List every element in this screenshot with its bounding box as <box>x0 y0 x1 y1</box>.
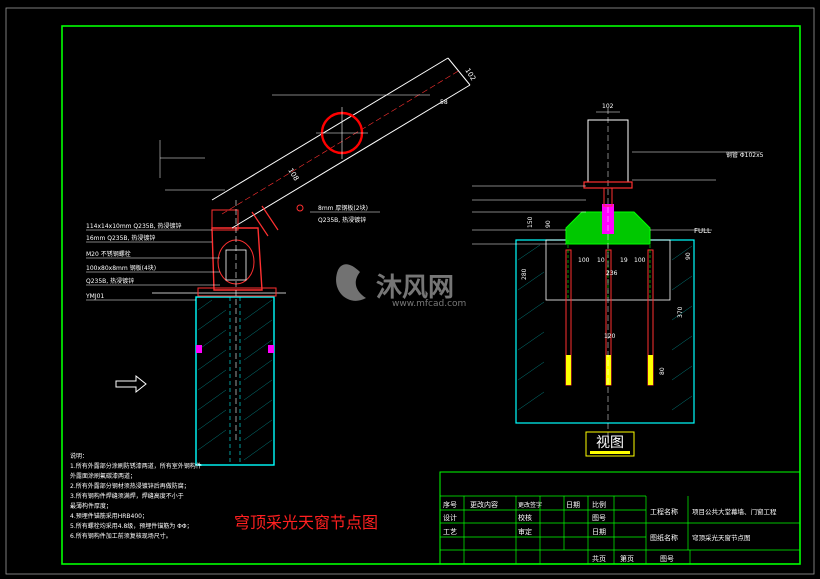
left-callouts: 114x14x10mm Q235B, 热浸镀锌 16mm Q235B, 热浸镀锌… <box>85 204 368 300</box>
tb-role-design: 设计 <box>443 513 457 522</box>
tb-header-no: 序号 <box>443 500 457 509</box>
tb-project-name: 项目公共大堂幕墙、门窗工程 <box>692 507 777 516</box>
right-node-detail: 102 150 100 10 19 100 236 280 120 370 90… <box>472 103 764 457</box>
dim-90-a: 90 <box>685 252 692 260</box>
callout-2: 16mm Q235B, 热浸镀锌 <box>86 234 155 242</box>
tb-role-process: 工艺 <box>443 528 457 536</box>
dim-370: 370 <box>677 306 684 318</box>
dim-280: 280 <box>521 268 528 280</box>
tb-drawing-name: 穹顶采光天窗节点图 <box>692 533 751 542</box>
note-line-6: 4.预埋件锚筋采用HRB400； <box>70 512 148 520</box>
right-dims: 102 150 100 10 19 100 236 280 120 370 90… <box>521 103 692 375</box>
notes-block: 说明： 1.所有外露部分涂刷防锈漆两道，所有室外钢构件 外露面涂刷氟碳漆两道； … <box>70 452 202 540</box>
title-block: 序号 更改内容 更改签字 日期 设计 校核 工艺 审定 比例 图号 日期 共页 … <box>439 471 801 565</box>
dim-150: 150 <box>527 216 534 228</box>
dim-100-b: 100 <box>634 257 646 264</box>
tb-role-check: 校核 <box>518 513 532 522</box>
right-leader-lines <box>472 151 760 245</box>
dim-top: 102 <box>602 103 614 110</box>
note-line-8: 6.所有钢构件加工前须复核现场尺寸。 <box>70 532 172 540</box>
note-line-3: 2.所有外露部分钢材须热浸镀锌后再做防腐； <box>70 482 190 490</box>
watermark-url: www.mfcad.com <box>392 299 466 309</box>
steel-bracket <box>197 200 277 440</box>
callout-3: M20 不锈钢螺栓 <box>86 250 131 258</box>
callout-5: Q235B, 热浸镀锌 <box>86 277 134 285</box>
dim-100-a: 100 <box>578 257 590 264</box>
note-line-4: 3.所有钢构件焊缝须满焊，焊缝高度不小于 <box>70 492 184 500</box>
anchor-bolts <box>565 240 654 386</box>
tb-sheet-number: 图号 <box>660 555 674 563</box>
dim-10: 10 <box>597 257 605 264</box>
dim-tube-offset: 108 <box>286 167 300 183</box>
tb-side-total: 共页 <box>592 554 606 563</box>
watermark-brand: 沐风网 <box>376 273 454 303</box>
callout-4: 100x80x8mm 钢板(4块) <box>86 264 156 272</box>
dim-tube-length: 58 <box>440 99 448 106</box>
dim-236: 236 <box>606 270 618 277</box>
left-leader-lines <box>86 94 430 301</box>
view-label: 视图 <box>596 435 624 451</box>
note-line-5: 最薄构件厚度； <box>70 502 112 510</box>
callout-full: FULL <box>694 227 711 235</box>
dim-120: 120 <box>604 333 616 340</box>
tb-header-date: 日期 <box>566 501 580 509</box>
outer-sheet-border <box>5 7 815 575</box>
concrete-column <box>195 296 275 466</box>
dim-19: 19 <box>620 257 628 264</box>
callout-1: 114x14x10mm Q235B, 热浸镀锌 <box>86 222 182 230</box>
tb-side-scale: 比例 <box>592 500 606 509</box>
tb-side-drawing-no: 图号 <box>592 514 606 522</box>
watermark: 沐风网 www.mfcad.com <box>336 264 466 309</box>
tb-side-date: 日期 <box>592 528 606 536</box>
watermark-logo-icon <box>336 264 366 301</box>
tb-header-change: 更改内容 <box>470 500 498 509</box>
note-line-7: 5.所有螺栓均采用4.8级，预埋件锚筋为 ΦΦ； <box>70 522 193 530</box>
callout-tube-spec: 钢管 Φ102x5 <box>726 151 764 159</box>
note-line-2: 外露面涂刷氟碳漆两道； <box>70 472 136 480</box>
note-line-1: 1.所有外露部分涂刷防锈漆两道，所有室外钢构件 <box>70 462 202 470</box>
main-drawing-title: 穹顶采光天窗节点图 <box>234 513 378 532</box>
callout-6: YMJ01 <box>85 293 104 300</box>
dim-80: 80 <box>659 367 666 375</box>
callout-7: 8mm 厚钢板(2块) <box>318 204 368 212</box>
vertical-tube <box>583 108 633 440</box>
tb-project-label: 工程名称 <box>650 507 678 516</box>
tb-header-sign: 更改签字 <box>518 501 542 509</box>
view-direction-arrow <box>115 374 147 394</box>
tb-role-approve: 审定 <box>518 527 532 536</box>
tb-drawing-label: 图纸名称 <box>650 533 678 542</box>
view-label-group: 视图 <box>585 431 635 457</box>
foundation-pit <box>515 239 695 424</box>
callout-8: Q235B, 热浸镀锌 <box>318 216 366 224</box>
tb-sheet-page: 第页 <box>620 554 634 563</box>
inclined-steel-tube <box>211 57 471 237</box>
notes-heading: 说明： <box>70 452 88 460</box>
drawing-frame-border <box>61 25 801 565</box>
dim-90-b: 90 <box>545 220 552 228</box>
left-node-detail: 102 108 58 114x14x10mm Q235B, 热浸镀锌 16mm … <box>85 57 477 466</box>
